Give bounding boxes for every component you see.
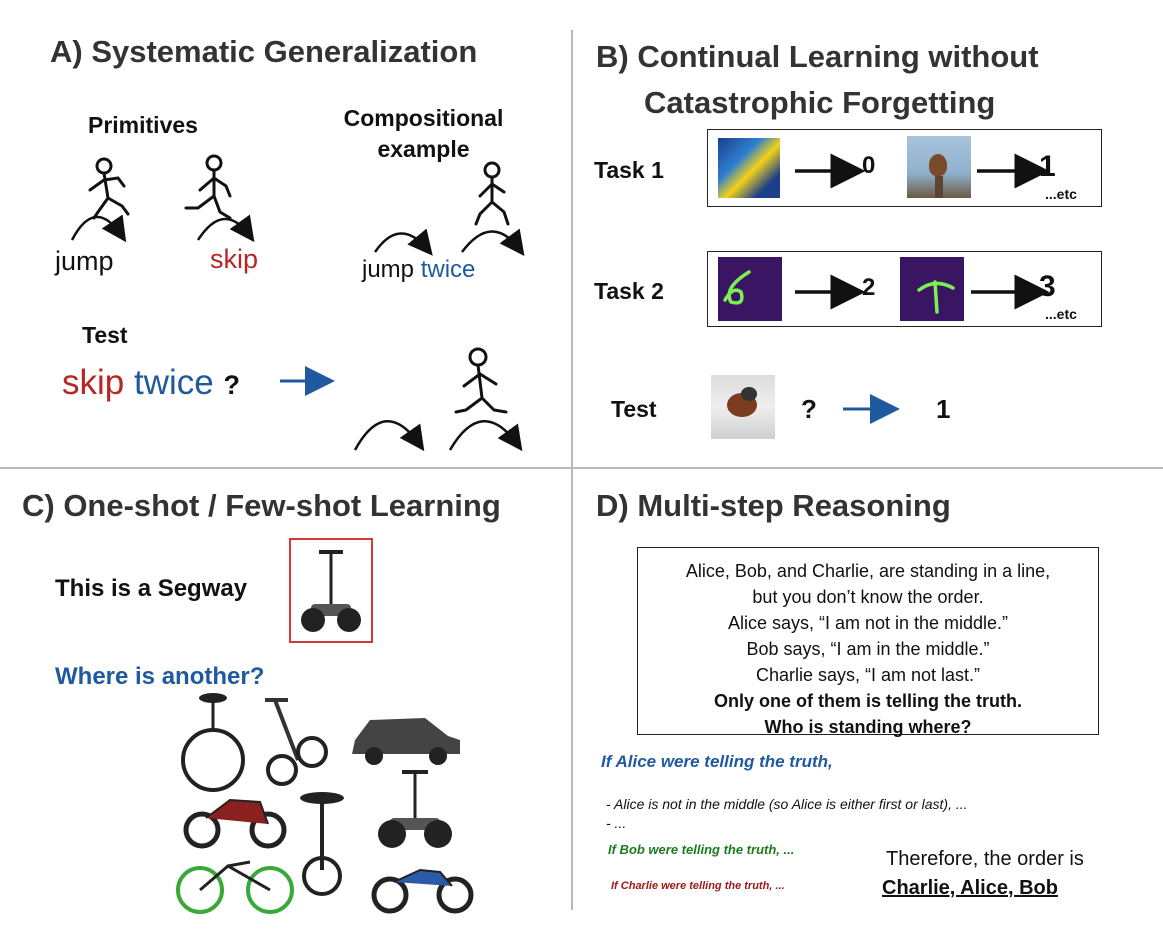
segway-example-frame (289, 538, 373, 643)
fish-image-icon (718, 138, 780, 198)
panel-a-title: A) Systematic Generalization (50, 34, 478, 69)
comp-phrase: jump twice (362, 256, 476, 283)
panel-b-title: B) Continual Learning without Catastroph… (596, 39, 1039, 120)
task2-etc: ...etc (1045, 306, 1077, 322)
therefore-text: Therefore, the order is (886, 848, 1084, 870)
comp-arc-1 (373, 228, 433, 256)
puzzle-bold-line: Who is standing where? (764, 717, 972, 737)
jump-figure-icon (88, 157, 130, 220)
word-skip: skip (210, 244, 259, 274)
horizontal-divider-right (573, 467, 1163, 469)
test-phrase: skip twice ? (62, 363, 240, 402)
puzzle-line: Alice says, “I am not in the middle.” (727, 613, 1009, 633)
car-icon (352, 718, 460, 765)
alice-step-2: - ... (606, 815, 627, 831)
puzzle-line: Alice, Bob, and Charlie, are standing in… (685, 561, 1051, 581)
if-bob: If Bob were telling the truth, ... (608, 842, 795, 857)
task2-label: Task 2 (594, 278, 664, 304)
bicycle-icon (176, 860, 294, 914)
puzzle-bold-line: Only one of them is telling the truth. (713, 691, 1022, 711)
where-question: Where is another? (55, 663, 265, 690)
horizontal-divider-left (0, 467, 571, 469)
answer-text: Charlie, Alice, Bob (882, 877, 1058, 899)
kick-scooter-icon (265, 698, 328, 786)
primitives-label: Primitives (88, 112, 198, 138)
robin-image-icon (711, 375, 775, 439)
panel-d-title: D) Multi-step Reasoning (596, 488, 951, 523)
test-figure-icon (454, 347, 508, 414)
alice-step-1: - Alice is not in the middle (so Alice i… (606, 796, 968, 812)
jump-arc (70, 214, 127, 243)
segway-label: This is a Segway (55, 575, 248, 602)
panel-c-title: C) One-shot / Few-shot Learning (22, 488, 501, 523)
puzzle-line: Charlie says, “I am not last.” (755, 665, 981, 685)
saddle-scooter-icon (300, 792, 344, 896)
panel-b-test-q: ? (801, 394, 817, 424)
comp-arc-2 (461, 228, 525, 257)
puzzle-line: but you don’t know the order. (752, 587, 984, 607)
panel-b-test-label: Test (611, 396, 657, 422)
digit-7-stroke (917, 280, 955, 314)
bird-image-icon (907, 136, 971, 198)
skip-figure-icon (184, 154, 232, 220)
task1-etc: ...etc (1045, 186, 1077, 202)
vertical-divider (571, 30, 573, 910)
compositional-figure-icon (474, 161, 510, 226)
word-jump: jump (55, 246, 114, 276)
skip-arc (196, 214, 255, 243)
task1-label: Task 1 (594, 157, 664, 183)
panel-b-test-answer: 1 (936, 394, 951, 424)
if-charlie: If Charlie were telling the truth, ... (611, 880, 785, 892)
test-arc-1 (353, 419, 425, 452)
test-arc-2 (448, 419, 523, 452)
vehicle-grid (176, 693, 474, 914)
segway-answer-icon (378, 770, 452, 848)
puzzle-line: Bob says, “I am in the middle.” (746, 639, 990, 659)
panel-b-arrows (723, 153, 1050, 424)
motorcycle-icon (183, 798, 287, 849)
unicycle-icon (181, 693, 245, 792)
digit-6-image-icon (718, 257, 782, 321)
puzzle-box: Alice, Bob, and Charlie, are standing in… (637, 547, 1099, 737)
chopper-motorcycle-icon (371, 868, 474, 914)
digit-6-stroke (723, 270, 751, 305)
segway-icon (301, 550, 361, 632)
if-alice: If Alice were telling the truth, (601, 752, 833, 771)
panel-a-test-label: Test (82, 322, 128, 348)
compositional-label: Compositional example (343, 105, 504, 162)
panel-a-figures (70, 154, 525, 452)
